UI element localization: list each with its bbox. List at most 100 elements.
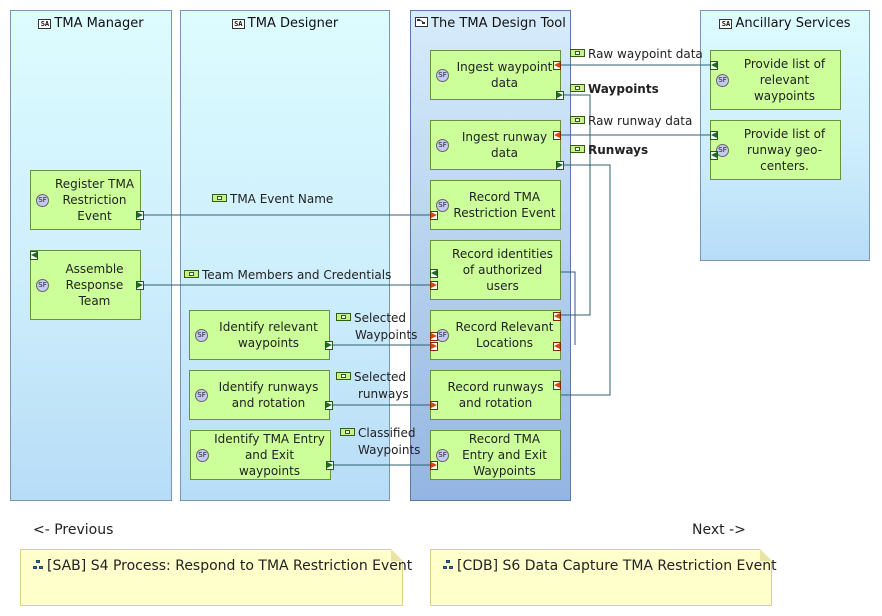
- system-function-icon: SF: [36, 278, 49, 292]
- input-port[interactable]: [30, 251, 38, 260]
- function-record-tma-restriction-event[interactable]: SF Record TMA Restriction Event: [430, 180, 561, 230]
- function-ingest-waypoint-data[interactable]: SF Ingest waypoint data: [430, 50, 564, 100]
- lane-title: The TMA Design Tool: [411, 16, 570, 31]
- exchange-raw-runway-data[interactable]: Raw runway data: [570, 113, 692, 129]
- input-port[interactable]: [430, 281, 438, 290]
- next-diagram-label: [CDB] S6 Data Capture TMA Restriction Ev…: [457, 558, 777, 574]
- output-port[interactable]: [710, 61, 718, 70]
- function-register-tma-restriction-event[interactable]: SF Register TMA Restriction Event: [30, 170, 144, 230]
- function-provide-relevant-waypoints[interactable]: SF Provide list of relevant waypoints: [710, 50, 841, 110]
- exchange-icon: [336, 372, 351, 380]
- function-assemble-response-team[interactable]: SF Assemble Response Team: [30, 250, 144, 320]
- link-runways: [556, 164, 611, 396]
- input-port[interactable]: [430, 211, 438, 220]
- function-record-tma-entry-exit-waypoints[interactable]: SF Record TMA Entry and Exit Waypoints: [430, 430, 561, 480]
- exchange-selected-waypoints-line2: Waypoints: [355, 328, 418, 342]
- exchange-icon: [570, 84, 585, 92]
- function-label: Identify relevant waypoints: [219, 320, 318, 350]
- output-port[interactable]: [556, 91, 564, 100]
- input-port[interactable]: [430, 461, 438, 470]
- function-label: Record runways and rotation: [447, 380, 544, 410]
- exchange-icon: [570, 116, 585, 124]
- function-identify-tma-entry-exit-waypoints[interactable]: SF Identify TMA Entry and Exit waypoints: [190, 430, 334, 480]
- system-function-icon: SF: [436, 448, 449, 462]
- function-label: Assemble Response Team: [65, 262, 124, 308]
- function-label: Provide list of runway geo-centers.: [743, 127, 826, 173]
- system-function-icon: SF: [716, 73, 729, 87]
- exchange-tma-event-name[interactable]: TMA Event Name: [212, 191, 333, 207]
- input-port[interactable]: [430, 342, 438, 351]
- exchange-waypoints[interactable]: Waypoints: [570, 81, 659, 97]
- system-function-icon: SF: [195, 328, 208, 342]
- exchange-classified-waypoints[interactable]: Classified: [340, 425, 415, 441]
- exchange-icon: [184, 270, 199, 278]
- exchange-icon: [570, 49, 585, 57]
- previous-link[interactable]: <- Previous: [33, 522, 114, 538]
- output-port[interactable]: [430, 269, 438, 278]
- system-function-icon: SF: [436, 138, 449, 152]
- function-label: Provide list of relevant waypoints: [743, 57, 826, 103]
- output-port[interactable]: [325, 401, 333, 410]
- exchange-icon: [340, 428, 355, 436]
- system-icon: [415, 17, 429, 27]
- input-port[interactable]: [553, 61, 561, 70]
- system-function-icon: SF: [436, 198, 449, 212]
- diagram-link-icon: [443, 560, 453, 570]
- output-port[interactable]: [710, 151, 718, 160]
- output-port[interactable]: [710, 131, 718, 140]
- previous-diagram-note[interactable]: [SAB] S4 Process: Respond to TMA Restric…: [20, 549, 412, 606]
- system-function-icon: SF: [196, 448, 209, 462]
- exchange-raw-waypoint-data[interactable]: Raw waypoint data: [570, 46, 703, 62]
- function-ingest-runway-data[interactable]: SF Ingest runway data: [430, 120, 564, 170]
- input-port[interactable]: [430, 401, 438, 410]
- input-port[interactable]: [430, 332, 438, 341]
- system-actor-icon: SA: [38, 19, 52, 29]
- exchange-selected-runways-line2: runways: [358, 387, 409, 401]
- system-function-icon: SF: [36, 193, 49, 207]
- output-port[interactable]: [136, 281, 144, 290]
- diagram-link-icon: [33, 560, 43, 570]
- system-function-icon: SF: [436, 68, 449, 82]
- output-port[interactable]: [325, 341, 333, 350]
- function-label: Ingest runway data: [461, 130, 548, 160]
- output-port[interactable]: [136, 211, 144, 220]
- system-function-icon: SF: [195, 388, 208, 402]
- function-label: Register TMA Restriction Event: [54, 177, 135, 223]
- link-waypoints: [556, 94, 591, 316]
- function-record-runways-rotation[interactable]: Record runways and rotation: [430, 370, 561, 420]
- function-identify-relevant-waypoints[interactable]: SF Identify relevant waypoints: [189, 310, 333, 360]
- exchange-selected-runways[interactable]: Selected: [336, 369, 406, 385]
- function-label: Record identities of authorized users: [452, 247, 553, 293]
- input-port[interactable]: [553, 131, 561, 140]
- system-actor-icon: SA: [231, 19, 245, 29]
- exchange-icon: [336, 313, 351, 321]
- exchange-runways[interactable]: Runways: [570, 142, 648, 158]
- input-port[interactable]: [553, 381, 561, 390]
- input-port[interactable]: [553, 342, 561, 351]
- output-port[interactable]: [326, 461, 334, 470]
- input-port[interactable]: [553, 312, 561, 321]
- exchange-icon: [570, 145, 585, 153]
- exchange-team-members[interactable]: Team Members and Credentials: [184, 267, 391, 283]
- function-identify-runways-rotation[interactable]: SF Identify runways and rotation: [189, 370, 333, 420]
- system-function-icon: SF: [716, 143, 729, 157]
- function-record-identities[interactable]: Record identities of authorized users: [430, 240, 561, 300]
- next-diagram-note[interactable]: [CDB] S6 Data Capture TMA Restriction Ev…: [430, 549, 777, 606]
- function-label: Record TMA Entry and Exit Waypoints: [462, 432, 547, 478]
- function-provide-runway-geo-centers[interactable]: SF Provide list of runway geo-centers.: [710, 120, 841, 180]
- exchange-selected-waypoints[interactable]: Selected: [336, 310, 406, 326]
- exchange-icon: [212, 194, 227, 202]
- previous-diagram-label: [SAB] S4 Process: Respond to TMA Restric…: [47, 558, 413, 574]
- function-label: Ingest waypoint data: [456, 60, 553, 90]
- function-label: Identify TMA Entry and Exit waypoints: [214, 432, 325, 478]
- function-record-relevant-locations[interactable]: SF Record Relevant Locations: [430, 310, 561, 360]
- exchange-classified-waypoints-line2: Waypoints: [358, 443, 421, 457]
- next-link[interactable]: Next ->: [692, 522, 746, 538]
- system-actor-icon: SA: [719, 19, 733, 29]
- output-port[interactable]: [556, 161, 564, 170]
- function-label: Record Relevant Locations: [455, 320, 554, 350]
- function-label: Identify runways and rotation: [218, 380, 319, 410]
